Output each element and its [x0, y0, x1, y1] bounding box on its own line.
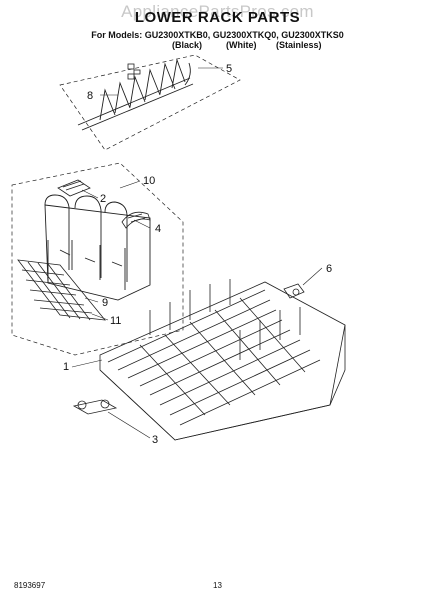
basket-cover-part [121, 211, 151, 229]
callout-8: 8 [87, 90, 93, 102]
models-line: For Models: GU2300XTKB0, GU2300XTKQ0, GU… [91, 30, 344, 40]
clip-part [127, 63, 141, 80]
callout-9: 9 [102, 297, 108, 309]
footer-part-number: 8193697 [14, 581, 46, 590]
callout-4: 4 [155, 223, 161, 235]
callout-6: 6 [326, 263, 332, 275]
callout-11: 11 [110, 315, 121, 327]
silverware-basket [44, 194, 151, 301]
frame-tine-row [59, 54, 241, 151]
callout-3: 3 [152, 434, 158, 446]
watermark: AppliancePartsPros.com [121, 2, 314, 21]
variant-stainless: (Stainless) [276, 40, 322, 50]
tine-row-part [77, 58, 194, 131]
rack-stop-part [283, 283, 305, 299]
callout-2: 2 [100, 193, 106, 205]
footer-page-number: 13 [213, 581, 222, 590]
basket-lid-part [57, 179, 91, 197]
callout-1: 1 [63, 361, 69, 373]
callout-5: 5 [226, 63, 232, 75]
rack-wheel-part [72, 399, 118, 415]
variant-white: (White) [226, 40, 257, 50]
variant-black: (Black) [172, 40, 203, 50]
callout-10: 10 [143, 175, 155, 187]
frame-basket [11, 162, 184, 356]
page-title: LOWER RACK PARTS [134, 9, 301, 26]
lower-rack [99, 279, 346, 441]
basket-grid-part [17, 259, 106, 321]
